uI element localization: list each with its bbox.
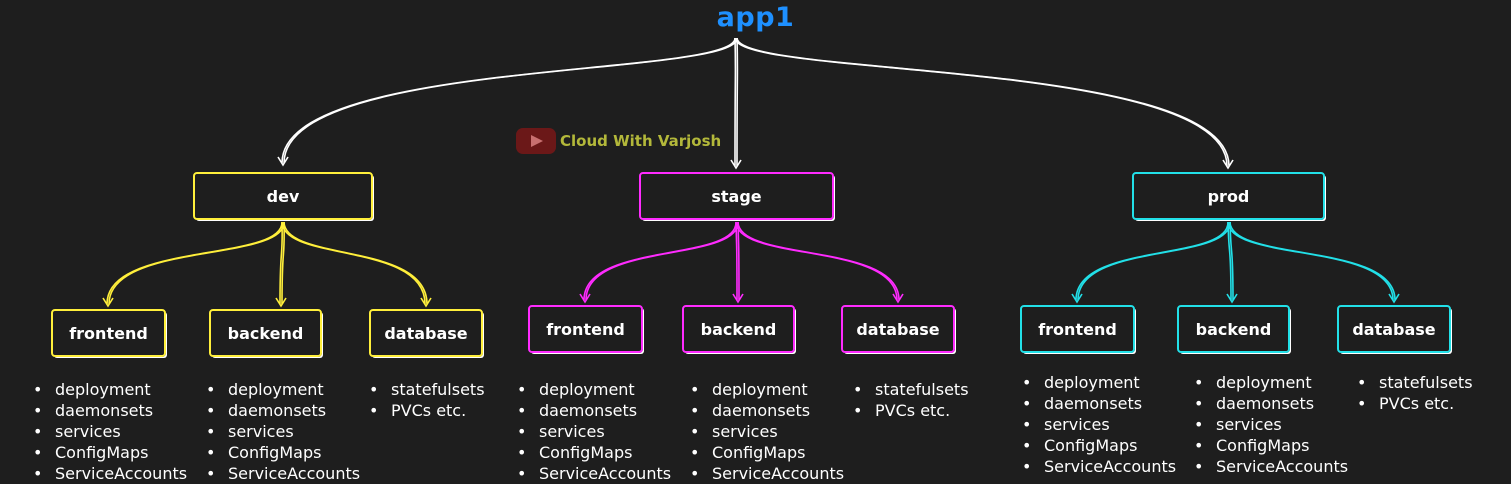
list-item: deployment xyxy=(515,379,671,400)
prod-arrow-1 xyxy=(1227,294,1237,302)
list-item: deployment xyxy=(688,379,844,400)
component-node-dev-database: database xyxy=(369,309,483,357)
list-item: daemonsets xyxy=(1192,393,1348,414)
prod-edge-0 xyxy=(1078,222,1230,300)
prod-edge-2 xyxy=(1230,222,1395,300)
stage-edge-1 xyxy=(736,222,737,300)
item-list-dev-database: statefulsets PVCs etc. xyxy=(367,379,485,421)
list-item: daemonsets xyxy=(688,400,844,421)
item-list-dev-backend: deployment daemonsets services ConfigMap… xyxy=(204,379,360,484)
dev-edge-0 xyxy=(109,222,284,304)
stage-edge-2 xyxy=(736,222,897,300)
list-item: services xyxy=(204,421,360,442)
env-node-dev: dev xyxy=(193,172,373,220)
dev-arrow-1 xyxy=(276,298,286,306)
dev-edge-2 xyxy=(284,222,427,304)
component-node-stage-frontend: frontend xyxy=(528,305,643,353)
stage-edge-2 xyxy=(738,222,899,300)
item-list-stage-frontend: deployment daemonsets services ConfigMap… xyxy=(515,379,671,484)
stage-edge-0 xyxy=(584,222,736,300)
root-edge-2 xyxy=(737,38,1229,166)
root-arrow-1 xyxy=(731,160,741,168)
list-item: deployment xyxy=(204,379,360,400)
list-item: ServiceAccounts xyxy=(1192,456,1348,477)
component-node-stage-backend: backend xyxy=(682,305,795,353)
component-node-prod-frontend: frontend xyxy=(1020,305,1135,353)
list-item: PVCs etc. xyxy=(1355,393,1473,414)
component-label: backend xyxy=(1196,320,1272,339)
list-item: ServiceAccounts xyxy=(688,463,844,484)
list-item: daemonsets xyxy=(515,400,671,421)
list-item: statefulsets xyxy=(851,379,969,400)
item-list-stage-backend: deployment daemonsets services ConfigMap… xyxy=(688,379,844,484)
dev-edge-2 xyxy=(282,222,425,304)
component-node-prod-backend: backend xyxy=(1177,305,1290,353)
list-item: services xyxy=(1020,414,1176,435)
component-node-prod-database: database xyxy=(1337,305,1451,353)
list-item: services xyxy=(515,421,671,442)
list-item: services xyxy=(1192,414,1348,435)
list-item: ConfigMaps xyxy=(688,442,844,463)
root-edge-2 xyxy=(735,38,1227,166)
component-label: frontend xyxy=(69,324,148,343)
list-item: ServiceAccounts xyxy=(204,463,360,484)
list-item: statefulsets xyxy=(367,379,485,400)
list-item: daemonsets xyxy=(204,400,360,421)
component-label: database xyxy=(856,320,939,339)
list-item: services xyxy=(31,421,187,442)
list-item: daemonsets xyxy=(1020,393,1176,414)
component-node-dev-frontend: frontend xyxy=(51,309,166,357)
list-item: ConfigMaps xyxy=(204,442,360,463)
list-item: PVCs etc. xyxy=(851,400,969,421)
prod-edge-2 xyxy=(1228,222,1393,300)
component-node-stage-database: database xyxy=(841,305,955,353)
root-node-app1: app1 xyxy=(0,2,1511,33)
list-item: ServiceAccounts xyxy=(1020,456,1176,477)
dev-edge-0 xyxy=(107,222,282,304)
list-item: ServiceAccounts xyxy=(515,463,671,484)
component-label: frontend xyxy=(1038,320,1117,339)
env-label: stage xyxy=(711,187,761,206)
item-list-dev-frontend: deployment daemonsets services ConfigMap… xyxy=(31,379,187,484)
list-item: ConfigMaps xyxy=(1020,435,1176,456)
item-list-prod-backend: deployment daemonsets services ConfigMap… xyxy=(1192,372,1348,477)
list-item: daemonsets xyxy=(31,400,187,421)
stage-edge-1 xyxy=(738,222,739,300)
list-item: ConfigMaps xyxy=(515,442,671,463)
list-item: statefulsets xyxy=(1355,372,1473,393)
env-label: dev xyxy=(267,187,300,206)
prod-edge-0 xyxy=(1076,222,1228,300)
stage-edge-0 xyxy=(586,222,738,300)
watermark: Cloud With Varjosh xyxy=(516,128,721,154)
item-list-stage-database: statefulsets PVCs etc. xyxy=(851,379,969,421)
watermark-text: Cloud With Varjosh xyxy=(560,132,721,150)
component-label: database xyxy=(384,324,467,343)
list-item: PVCs etc. xyxy=(367,400,485,421)
youtube-play-icon xyxy=(516,128,556,154)
component-node-dev-backend: backend xyxy=(209,309,322,357)
env-node-prod: prod xyxy=(1132,172,1325,220)
item-list-prod-database: statefulsets PVCs etc. xyxy=(1355,372,1473,414)
list-item: deployment xyxy=(1192,372,1348,393)
list-item: deployment xyxy=(31,379,187,400)
list-item: deployment xyxy=(1020,372,1176,393)
env-node-stage: stage xyxy=(639,172,834,220)
list-item: ConfigMaps xyxy=(31,442,187,463)
list-item: ConfigMaps xyxy=(1192,435,1348,456)
list-item: services xyxy=(688,421,844,442)
stage-arrow-1 xyxy=(733,294,743,302)
item-list-prod-frontend: deployment daemonsets services ConfigMap… xyxy=(1020,372,1176,477)
env-label: prod xyxy=(1208,187,1250,206)
component-label: frontend xyxy=(546,320,625,339)
component-label: database xyxy=(1352,320,1435,339)
component-label: backend xyxy=(701,320,777,339)
component-label: backend xyxy=(228,324,304,343)
list-item: ServiceAccounts xyxy=(31,463,187,484)
